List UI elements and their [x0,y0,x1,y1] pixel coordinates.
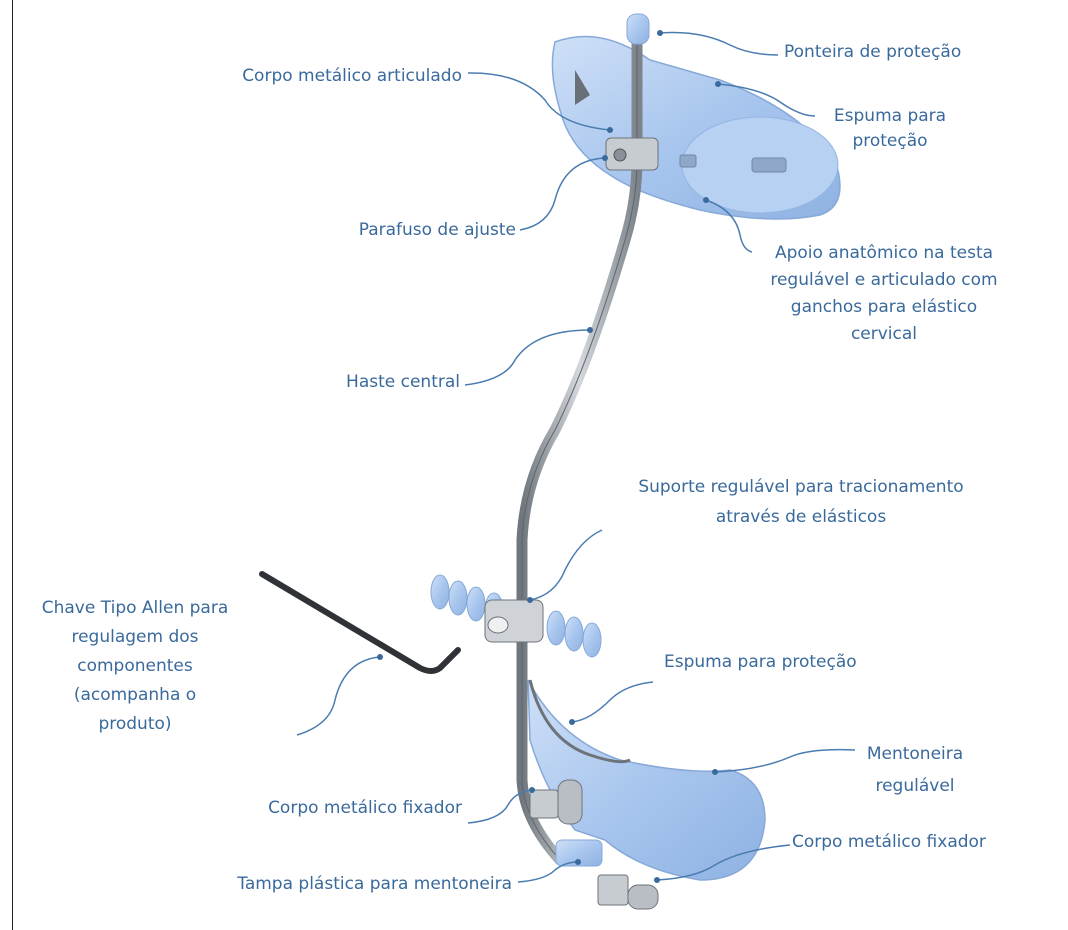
label-chave-line3: componentes [10,652,260,681]
label-apoio-line2: regulável e articulado com [724,267,1044,294]
leader-haste [465,330,590,385]
label-chave: Chave Tipo Allen para regulagem dos comp… [10,594,260,739]
label-mentoneira-line2: regulável [840,770,990,802]
leader-ponteira [660,33,778,56]
chin-rest [528,680,765,880]
elastic-traction-support [431,575,601,657]
label-corpo-articulado: Corpo metálico articulado [150,64,462,89]
label-apoio: Apoio anatômico na testa regulável e art… [724,240,1044,348]
leader-mentoneira [715,750,855,772]
label-corpo-fixador-right: Corpo metálico fixador [792,830,986,855]
label-ponteira: Ponteira de proteção [784,40,961,65]
label-suporte-line2: através de elásticos [592,502,1010,532]
label-suporte: Suporte regulável para tracionamento atr… [592,472,1010,532]
label-espuma-bottom: Espuma para proteção [664,650,857,675]
label-apoio-line1: Apoio anatômico na testa [724,240,1044,267]
label-mentoneira: Mentoneira regulável [840,738,990,802]
label-corpo-fixador-left: Corpo metálico fixador [170,796,462,821]
leader-suporte [530,530,602,600]
label-espuma-top-line2: proteção [810,129,970,154]
leader-espuma-bottom [572,682,653,722]
label-apoio-line3: ganchos para elástico [724,294,1044,321]
fixing-body-right [598,875,658,909]
label-tampa: Tampa plástica para mentoneira [140,872,512,897]
label-chave-line1: Chave Tipo Allen para [10,594,260,623]
leader-chave [297,657,380,735]
allen-key [262,574,458,671]
label-mentoneira-line1: Mentoneira [840,738,990,770]
label-chave-line2: regulagem dos [10,623,260,652]
label-suporte-line1: Suporte regulável para tracionamento [592,472,1010,502]
articulated-metal-body [606,138,658,170]
label-parafuso: Parafuso de ajuste [270,218,516,243]
leader-parafuso [520,158,605,230]
label-haste: Haste central [270,370,460,395]
label-chave-line4: (acompanha o [10,681,260,710]
label-espuma-top-line1: Espuma para [810,104,970,129]
label-chave-line5: produto) [10,710,260,739]
label-apoio-line4: cervical [724,321,1044,348]
label-espuma-top: Espuma para proteção [810,104,970,154]
